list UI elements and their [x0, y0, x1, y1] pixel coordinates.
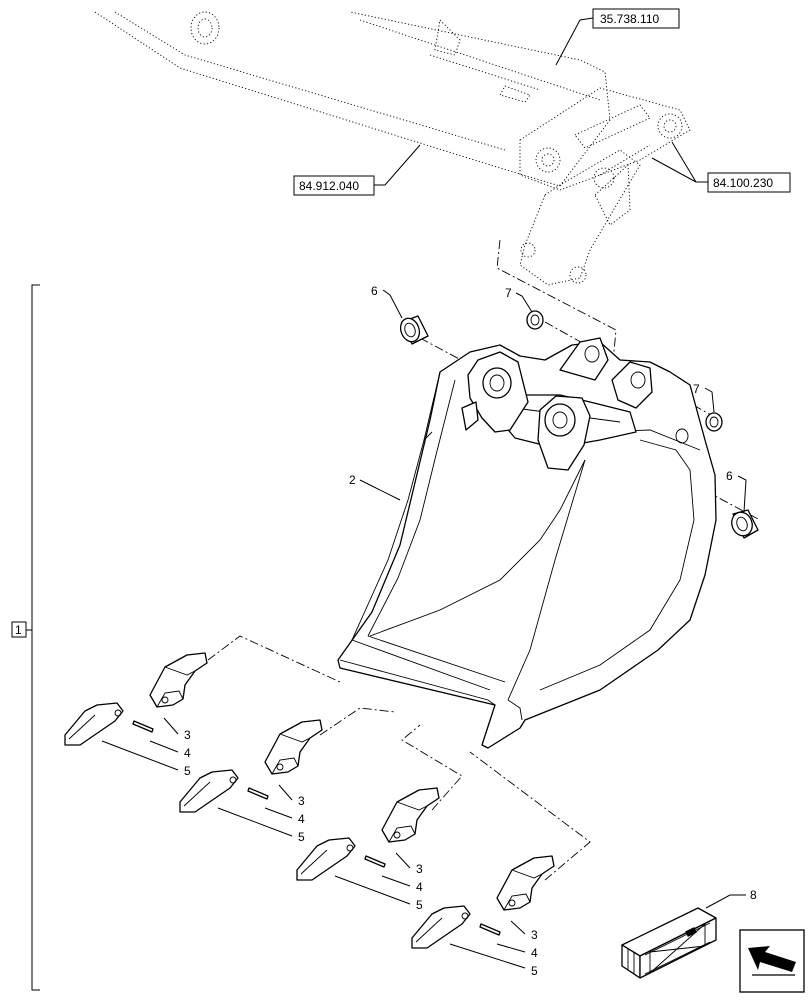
- kit-box-icon: [621, 894, 746, 979]
- bushing-6-upper: [399, 315, 429, 345]
- svg-text:35.738.110: 35.738.110: [600, 12, 659, 26]
- label-2: 2: [349, 473, 356, 487]
- svg-text:5: 5: [184, 764, 191, 778]
- bushing-7-right: [705, 412, 723, 432]
- label-7-right: 7: [693, 382, 700, 396]
- svg-text:84.912.040: 84.912.040: [299, 179, 359, 193]
- label-6-upper: 6: [371, 284, 378, 298]
- excavator-arm: [94, 11, 691, 286]
- ref-84-912-040[interactable]: 84.912.040: [293, 144, 421, 196]
- bucket: [337, 337, 717, 749]
- item-leaders: [359, 289, 747, 513]
- ref-84-100-230[interactable]: 84.100.230: [651, 141, 791, 193]
- pin-axis-upper: [496, 239, 617, 363]
- svg-text:4: 4: [416, 880, 423, 894]
- tooth-axis-2: [319, 707, 396, 736]
- svg-text:5: 5: [416, 898, 423, 912]
- assembly-bracket: 1: [11, 284, 40, 991]
- label-7-upper: 7: [505, 286, 512, 300]
- bushing-7-upper: [526, 310, 544, 330]
- tooth-axis-3: [401, 724, 463, 811]
- svg-text:4: 4: [184, 746, 191, 760]
- label-6-right: 6: [726, 469, 733, 483]
- svg-text:4: 4: [531, 946, 538, 960]
- label-8: 8: [750, 888, 757, 902]
- item-numbers: 2 6 7 7 6 8 3 4 5 3 4 5 3 4 5 3 4 5: [184, 284, 757, 978]
- svg-text:84.100.230: 84.100.230: [713, 176, 773, 190]
- svg-text:5: 5: [298, 830, 305, 844]
- svg-text:3: 3: [184, 728, 191, 742]
- svg-text:3: 3: [298, 794, 305, 808]
- assembly-label: 1: [15, 623, 22, 637]
- next-page-arrow-icon[interactable]: [739, 929, 805, 993]
- ref-35-738-110[interactable]: 35.738.110: [555, 8, 680, 66]
- tooth-axis-1: [207, 635, 341, 683]
- svg-text:3: 3: [416, 862, 423, 876]
- svg-text:3: 3: [531, 928, 538, 942]
- svg-text:5: 5: [531, 964, 538, 978]
- bushing-6-right: [731, 509, 759, 539]
- tooth-axis-4: [469, 751, 591, 881]
- svg-text:4: 4: [298, 812, 305, 826]
- tooth-leaders: [101, 717, 526, 969]
